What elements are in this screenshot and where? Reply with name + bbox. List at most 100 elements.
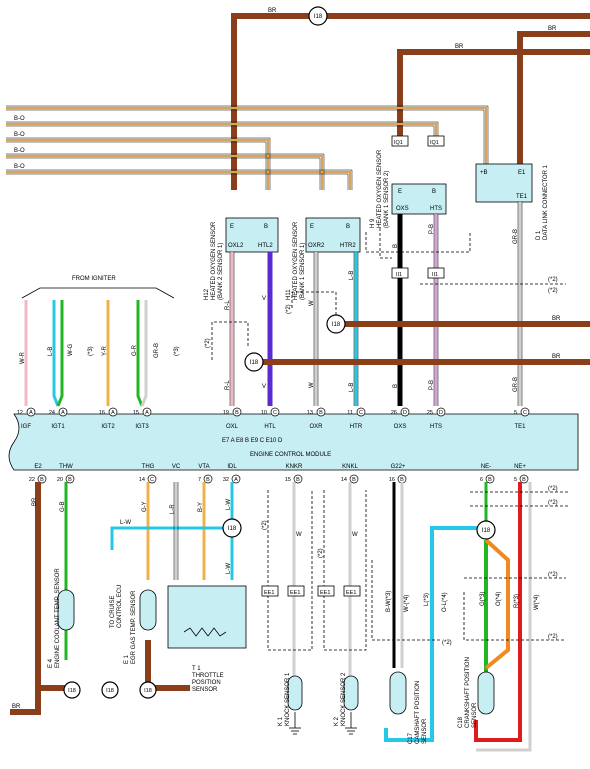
ecm-terminal-vta: VTA	[198, 464, 209, 470]
br-bus-top	[231, 13, 590, 190]
wire-label-rl-1: R-L	[225, 300, 231, 310]
junction-i18-top	[308, 6, 328, 26]
note-2-ne4: (*2)	[548, 634, 558, 640]
to-cruise-line-2: CONTROL ECU	[117, 585, 123, 628]
ecm-pin-number: 12	[17, 410, 23, 416]
t1-line-2: POSITION	[192, 680, 221, 686]
ecm-connector-circle	[270, 407, 280, 417]
igniter-bracket	[21, 287, 175, 299]
e1-title: E 1 EGR GAS TEMP. SENSOR	[124, 590, 137, 664]
wire-label-br-5: BR	[552, 354, 561, 360]
iq1-connector-left	[391, 135, 409, 147]
wire-label-by: B-Y	[198, 502, 204, 512]
ecm-pin-number: 16	[99, 410, 105, 416]
e1-sensor	[139, 589, 157, 631]
k1-code: K 1	[278, 716, 284, 726]
ecm-terminal-htl: HTL	[264, 424, 276, 430]
igniter-wires	[24, 300, 148, 407]
ee1-connector-b	[287, 585, 305, 597]
ecm-connector-circle	[349, 474, 359, 484]
junction-i18-b1-label: I18	[68, 688, 76, 694]
e4-title: E 4 ENGINE COOLANT TEMP. SENSOR	[48, 568, 61, 668]
bottom-edges	[173, 482, 179, 580]
wire-label-lb-1: L-B	[349, 271, 355, 280]
shield-dashed-lines	[211, 228, 566, 360]
wire-label-br-3: BR	[548, 26, 557, 32]
ecm-connector-circle	[316, 407, 326, 417]
h12-pin-htl2: HTL2	[258, 243, 273, 249]
ecm-connector-letter: A	[111, 410, 115, 416]
wire-label-v-1: V	[262, 296, 266, 302]
ecm-pin-number: 16	[389, 477, 395, 483]
ecm-connector-circle	[436, 407, 446, 417]
ecm-connector-letter: D	[439, 410, 443, 416]
ground-symbols	[289, 712, 357, 735]
wire-label-wg: W-G	[68, 343, 74, 356]
ecm-connector-letter: B	[352, 477, 356, 483]
c17-title: C17 CAMSHAFT POSITION SENSOR	[408, 679, 428, 744]
junction-i18-lw-label: I18	[228, 526, 237, 532]
wire-label-br-6: BR	[32, 497, 38, 506]
junction-i18-mid1-label: I18	[332, 322, 341, 328]
t1-line-3: SENSOR	[192, 687, 218, 693]
ecm-body	[8, 413, 579, 471]
h11-pin-oxr2: OXR2	[308, 243, 325, 249]
wire-label-w-k1: W	[296, 532, 302, 538]
ecm-connector-letter: C	[523, 410, 527, 416]
ecm-pin-number: 19	[223, 410, 229, 416]
ecm-terminal-htr: HTR	[350, 424, 363, 430]
ecm-connector-circle	[26, 407, 36, 417]
h9-title: H 9 HEATED OXYGEN SENSOR (BANK 1 SENSOR …	[370, 148, 390, 228]
junction-i18-crank-label: I18	[482, 528, 491, 534]
ecm-pin-number: 24	[49, 410, 55, 416]
note-2-ne1: (*2)	[548, 486, 558, 492]
h12-code: H12	[204, 288, 210, 300]
ecm-terminal-e2: E2	[34, 464, 42, 470]
e4-sensor	[57, 589, 75, 631]
wire-label-b-1: B	[393, 244, 399, 248]
junction-i18-b2-label: I18	[106, 688, 114, 694]
wire-label-w-k2: W	[352, 532, 358, 538]
wire-label-gr: G-R	[132, 344, 138, 356]
wire-label-lw-2: L-W	[120, 520, 131, 526]
wire-label-br-2: BR	[455, 44, 464, 50]
to-cruise-line-1: TO CRUISE	[110, 595, 116, 628]
ecm-connector-letter: D	[403, 410, 407, 416]
ecm-pin-number: 5	[514, 410, 517, 416]
ecm-connector-circle	[108, 407, 118, 417]
from-igniter-label: FROM IGNITER	[72, 276, 116, 282]
d1-pin-te1: TE1	[516, 194, 528, 200]
junction-i18-b1	[63, 681, 81, 699]
ecm-connector-letter: C	[150, 477, 154, 483]
to-cruise-label: TO CRUISE CONTROL ECU	[110, 585, 123, 628]
ecm-connector-circle	[232, 407, 242, 417]
note-2-ne3: (*2)	[548, 572, 558, 578]
wire-label-lb-ign: L-B	[48, 347, 54, 356]
wire-label-g3: G(*3)	[480, 592, 486, 606]
knock-shields	[267, 490, 367, 651]
ecm-terminal-hts: HTS	[430, 424, 442, 430]
cam-crank-wires	[384, 482, 532, 752]
ecm-connector-circle	[142, 407, 152, 417]
bo-wires	[6, 106, 488, 190]
junction-i18-b3-label: I18	[144, 688, 152, 694]
ecm-terminal-igf: IGF	[21, 424, 31, 430]
d1-connector-box	[475, 163, 533, 203]
wire-label-v-2: V	[262, 384, 266, 390]
h12-line-1: HEATED OXYGEN SENSOR	[211, 221, 217, 300]
junction-i18-top-label: I18	[314, 14, 323, 20]
h11-code: H11	[286, 289, 292, 300]
d1-pin-e1: E1	[518, 170, 526, 176]
ecm-terminal-idl: IDL	[227, 464, 237, 470]
ecm-connector-circle	[293, 474, 303, 484]
junction-i18-crank	[476, 520, 496, 540]
wire-label-rl-2: R-L	[225, 380, 231, 390]
e4-code: E 4	[48, 658, 54, 668]
ecm-terminal-vc: VC	[172, 464, 181, 470]
ecm-pin-number: 13	[307, 410, 313, 416]
k2-line-1: KNOCK SENSOR 2	[341, 672, 347, 726]
ecm-connector-letter: B	[400, 477, 404, 483]
wire-label-gb: G-B	[60, 501, 66, 512]
h9-pin-b: B	[432, 189, 436, 195]
